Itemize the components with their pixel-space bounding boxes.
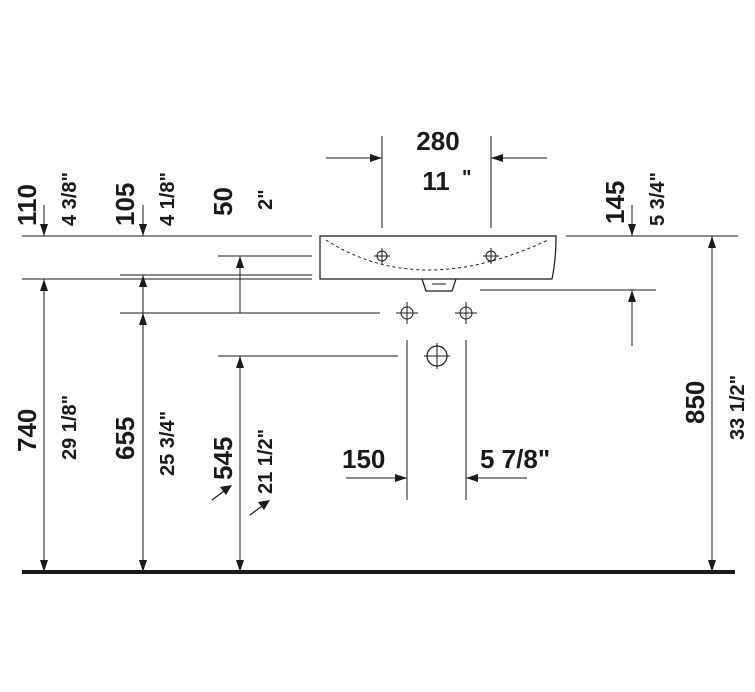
supply-connections — [396, 302, 477, 500]
washbasin — [319, 235, 557, 292]
basin-bowl-hidden-line — [325, 239, 549, 271]
d150-mm-label: 150 — [342, 444, 385, 474]
d655-mm-label: 655 — [110, 417, 140, 460]
d850-mm-label: 850 — [680, 381, 710, 424]
d545-in-label: 21 1/2" — [255, 429, 277, 494]
d740-mm-label: 740 — [12, 409, 42, 452]
d740-in-label: 29 1/8" — [59, 395, 81, 460]
extension-lines — [22, 136, 738, 357]
d105-in-label: 4 1/8" — [157, 172, 179, 226]
d105-mm-label: 105 — [110, 183, 140, 226]
d655-in-label: 25 3/4" — [157, 411, 179, 476]
d150-in-label: 5 7/8" — [480, 444, 550, 474]
dimension-lines — [40, 154, 716, 572]
d50-in-label: 2" — [255, 189, 277, 210]
supply-left-icon — [396, 302, 418, 324]
width-in-label: 11 — [422, 166, 450, 196]
basin-outline — [319, 235, 557, 280]
d145-in-label: 5 3/4" — [647, 172, 669, 226]
leader-arrow-icon — [211, 485, 270, 516]
d110-mm-label: 110 — [12, 184, 42, 226]
d850-in-label: 33 1/2" — [727, 375, 749, 440]
d545-mm-label: 545 — [208, 437, 238, 480]
supply-right-icon — [455, 302, 477, 324]
d110-in-label: 4 3/8" — [59, 172, 81, 226]
d50-mm-label: 50 — [208, 187, 238, 216]
tap-hole-right-icon — [483, 248, 499, 264]
waste-outlet-icon — [424, 343, 450, 369]
tap-hole-left-icon — [374, 248, 390, 264]
width-in-mark: " — [462, 167, 471, 189]
d145-mm-label: 145 — [600, 181, 630, 224]
drain-outlet — [421, 278, 457, 292]
width-mm-label: 280 — [416, 126, 459, 156]
